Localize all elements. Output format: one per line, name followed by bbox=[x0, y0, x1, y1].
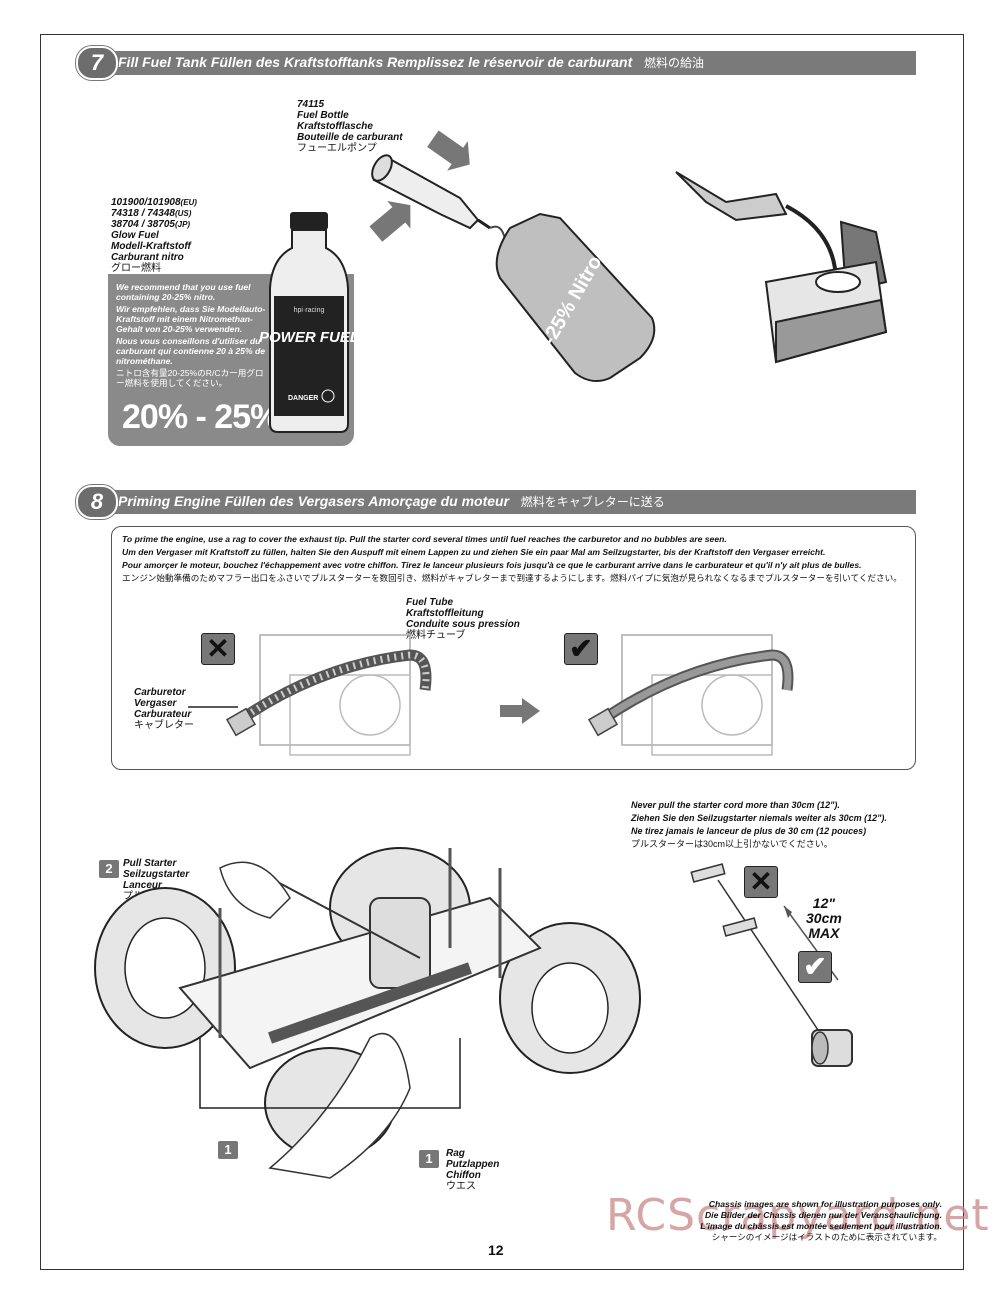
bottle-brand: hpi·racing bbox=[294, 307, 325, 314]
fuel-tank-illustration bbox=[675, 171, 888, 364]
squeeze-arrow-top bbox=[427, 130, 470, 171]
max-distance-label: 12" 30cm MAX bbox=[806, 895, 842, 941]
step8-header: Priming Engine Füllen des Vergasers Amor… bbox=[78, 490, 916, 514]
priming-instructions-box: To prime the engine, use a rag to cover … bbox=[111, 526, 916, 770]
page-frame bbox=[40, 34, 964, 1270]
truck-chassis-illustration bbox=[94, 847, 641, 1179]
prime-en: To prime the engine, use a rag to cover … bbox=[122, 534, 727, 544]
carburetor-label: Carburetor Vergaser Carburateur キャブレター bbox=[134, 687, 194, 731]
step7-title: Fill Fuel Tank Füllen des Kraftstofftank… bbox=[118, 54, 704, 70]
pull-wrong-mark-icon: ✕ bbox=[744, 866, 778, 898]
step8-title: Priming Engine Füllen des Vergasers Amor… bbox=[118, 493, 665, 509]
engine-after-illustration bbox=[587, 634, 794, 756]
squeeze-arrow-bottom bbox=[369, 200, 411, 242]
pull-warning-label: Never pull the starter cord more than 30… bbox=[631, 800, 887, 849]
fuel-bottle-label: 74115 Fuel Bottle Kraftstofflasche Boute… bbox=[297, 99, 403, 154]
recommend-fr: Nous vous conseillons d'utiliser du carb… bbox=[116, 336, 266, 366]
chassis-disclaimer: Chassis images are shown for illustratio… bbox=[700, 1199, 942, 1242]
nitro-percent: 20% - 25% bbox=[122, 398, 280, 436]
recommend-en: We recommend that you use fuel containin… bbox=[116, 282, 251, 302]
recommend-de: Wir empfehlen, dass Sie Modellauto-Kraft… bbox=[116, 304, 266, 334]
prime-fr: Pour amorçer le moteur, bouchez l'échapp… bbox=[122, 560, 862, 570]
glow-fuel-bottle-illustration: hpi·racing POWER FUEL DANGER bbox=[259, 212, 359, 433]
engine-before-illustration bbox=[188, 634, 432, 756]
rag-number: 1 bbox=[419, 1150, 439, 1168]
wrong-mark-icon: ✕ bbox=[201, 633, 235, 665]
prime-de: Um den Vergaser mit Kraftstoff zu füllen… bbox=[122, 547, 826, 557]
prime-jp: エンジン始動準備のためマフラー出口をふさいでプルスターターを数回引き、燃料がキャ… bbox=[122, 573, 902, 583]
pull-right-mark-icon: ✔ bbox=[798, 951, 832, 983]
arrow-right-icon bbox=[500, 698, 540, 724]
fuel-tube-label: Fuel Tube Kraftstoffleitung Conduite sou… bbox=[406, 597, 520, 641]
bottle-title: POWER FUEL bbox=[259, 329, 359, 346]
watermark: RCScrapyard.net bbox=[606, 1190, 990, 1241]
recommend-jp: ニトロ含有量20-25%のR/Cカー用グロー燃料を使用してください。 bbox=[116, 368, 264, 388]
callout-1-number: 1 bbox=[218, 1141, 238, 1159]
starter-pull-diagram bbox=[690, 863, 853, 1067]
bottle-danger: DANGER bbox=[288, 395, 318, 402]
fuel-jug-illustration: 20-25% Nitro bbox=[369, 130, 656, 383]
step8-number: 8 bbox=[76, 485, 118, 519]
step7-number: 7 bbox=[76, 46, 118, 80]
pull-starter-number: 2 bbox=[99, 860, 119, 878]
rag-label: Rag Putzlappen Chiffon ウエス bbox=[446, 1148, 500, 1192]
step7-header: Fill Fuel Tank Füllen des Kraftstofftank… bbox=[78, 51, 916, 75]
glow-fuel-label: 101900/101908(EU) 74318 / 74348(US) 3870… bbox=[111, 197, 197, 274]
page-number: 12 bbox=[488, 1242, 504, 1258]
right-mark-icon: ✔ bbox=[564, 633, 598, 665]
